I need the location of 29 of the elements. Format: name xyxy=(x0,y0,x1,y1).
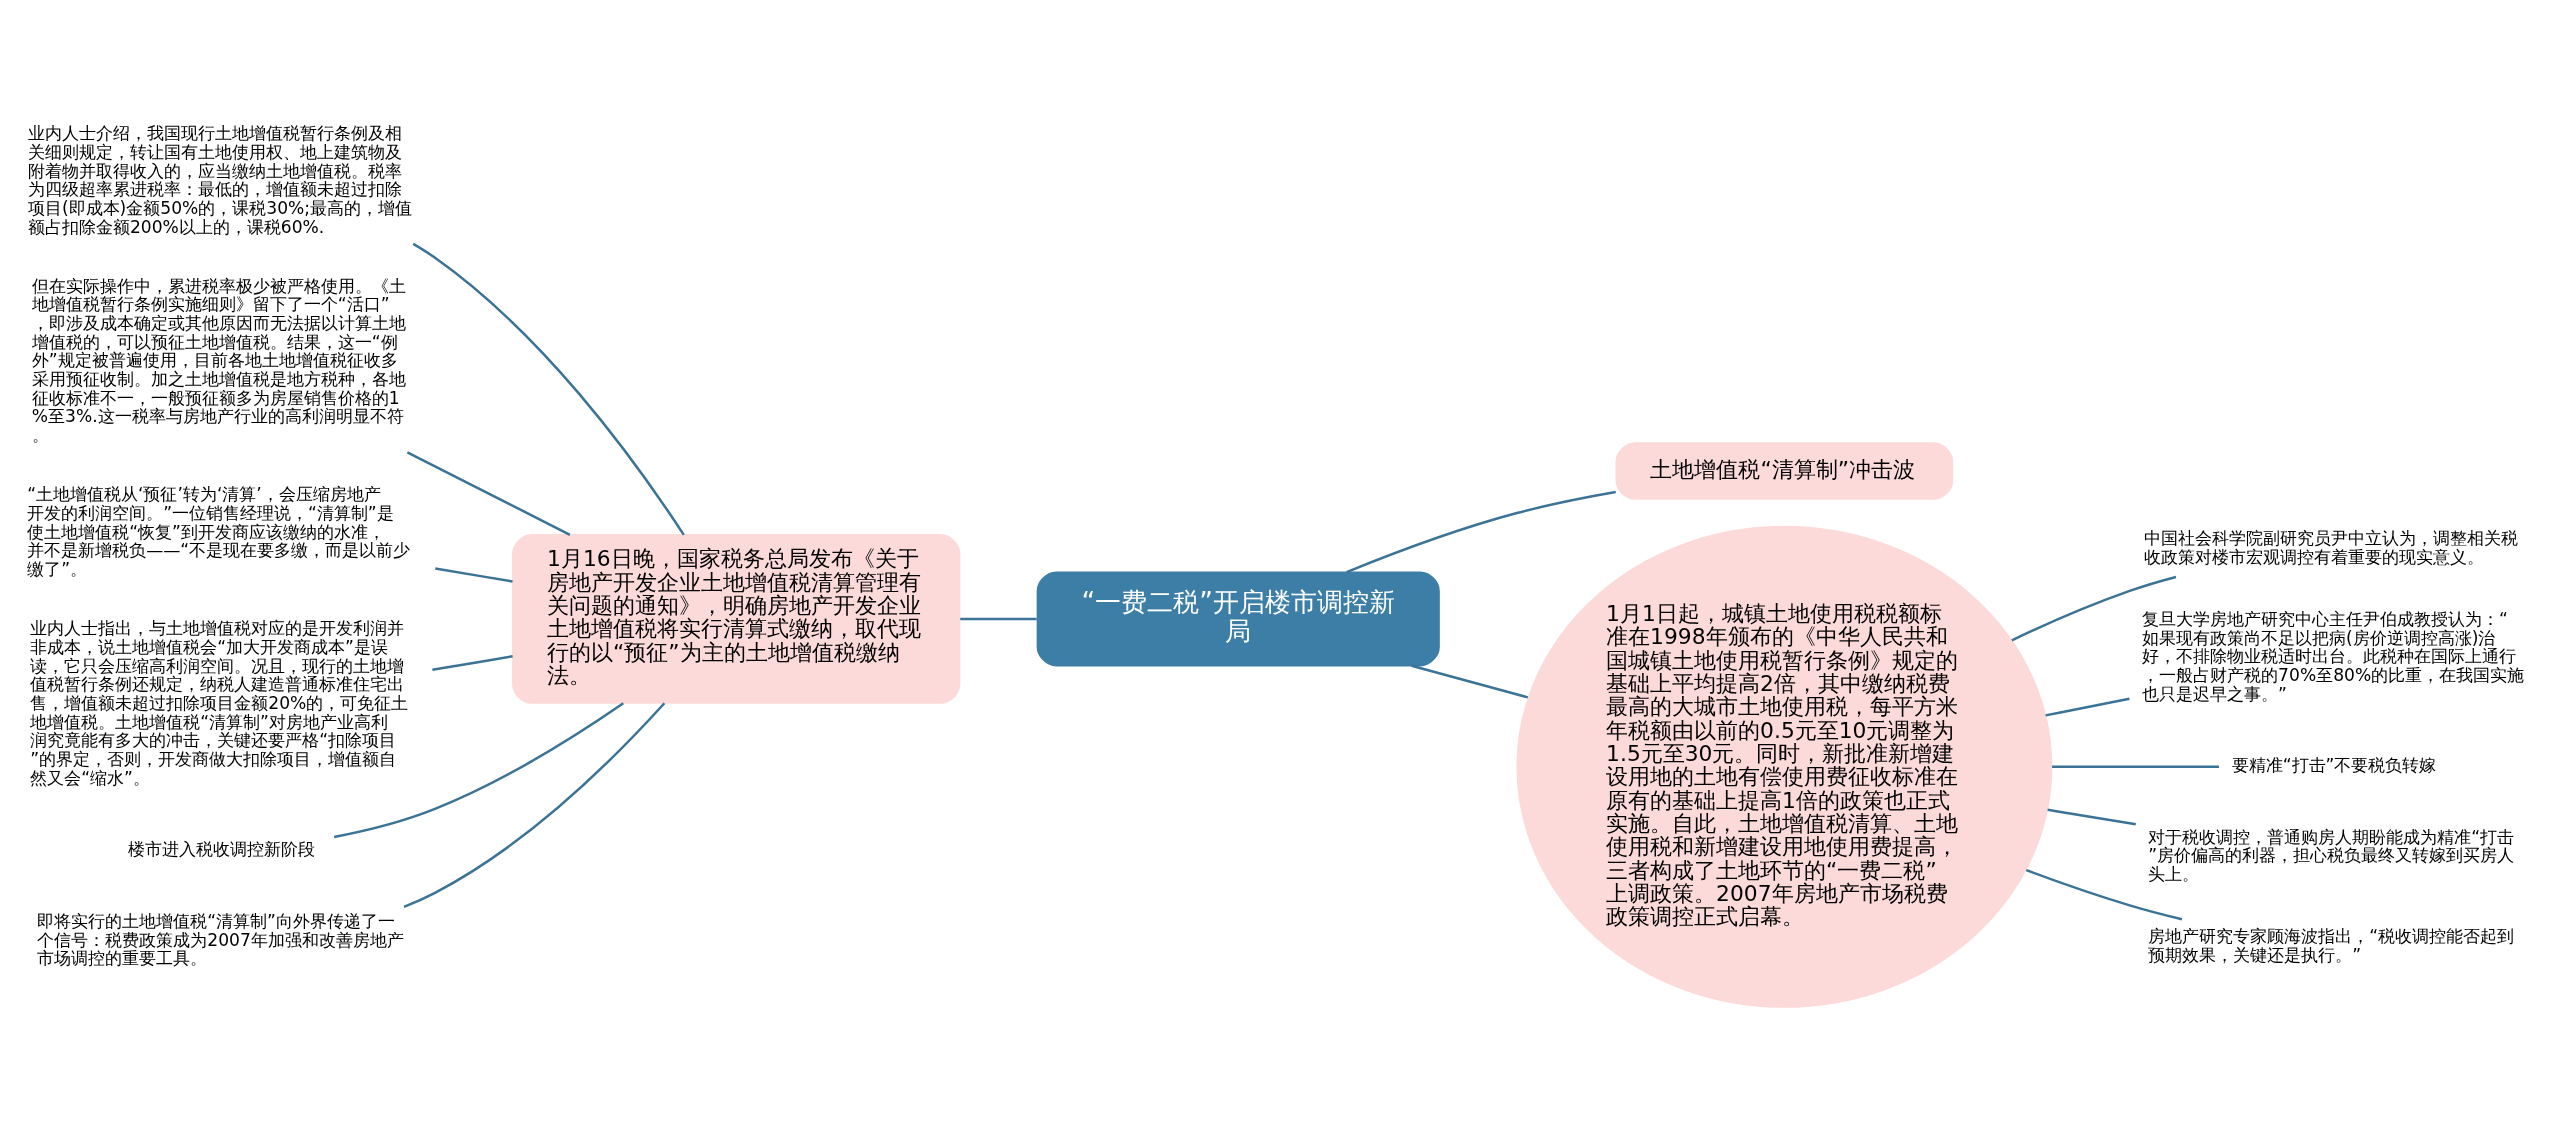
node-text: 复旦大学房地产研究中心主任尹伯成教授认为：“如果现有政策尚不足以把病(房价逆调控高涨)治好，不排除物业税适时出台。此税种在国际上通行，一般占财产税的70%至80%的比重，在我国实施也只是迟早之事。” xyxy=(2142,608,2525,704)
connector xyxy=(412,242,685,535)
node-text: 但在实际操作中，累进税率极少被严格使用。《土地增值税暂行条例实施细则》留下了一个“活口”，即涉及成本确定或其他原因而无法据以计算土地增值税的，可以预征土地增值税。结果，这一“例外”规定被普遍使用，目前各地土地增值税征收多采用预征收制。加之土地增值税是地方税种，各地征收标准不一，一般预征额多为房屋销售价格的1%至3%.这一税率与房地产行业的高利润明显不符。 xyxy=(31,275,406,445)
connector xyxy=(960,617,1037,620)
connector xyxy=(2011,575,2177,641)
node-text: 楼市进入税收调控新阶段 xyxy=(128,838,316,859)
connector xyxy=(406,450,571,536)
connector xyxy=(2025,868,2183,920)
connector xyxy=(333,701,624,838)
connector xyxy=(1346,490,1616,573)
node-box: 土地增值税“清算制”冲击波 xyxy=(1615,441,1954,500)
node-text: 房地产研究专家顾海波指出，“税收调控能否起到预期效果，关键还是执行。” xyxy=(2148,925,2515,965)
connector xyxy=(2052,765,2220,768)
node-text: “土地增值税从‘预征’转为‘清算’，会压缩房地产开发的利润空间。”一位销售经理说，“清算制”是使土地增值税“恢复”到开发商应该缴纳的水准，并不是新增税负——“不是现在要多缴，而是以前少缴了”。 xyxy=(27,483,411,579)
node-text: 即将实行的土地增值税“清算制”向外界传递了一个信号：税费政策成为2007年加强和改善房地产市场调控的重要工具。 xyxy=(37,910,404,968)
node-text: 要精准“打击”不要税负转嫁 xyxy=(2231,754,2437,775)
node-text: 中国社会科学院副研究员尹中立认为，调整相关税收政策对楼市宏观调控有着重要的现实意义。 xyxy=(2144,527,2519,567)
connector xyxy=(403,701,666,908)
node-ellipse: 1月1日起，城镇土地使用税税额标准在1998年颁布的《中华人民共和国城镇土地使用税暂行条例》规定的基础上平均提高2倍，其中缴纳税费最高的大城市土地使用税，每平方米年税额由以前的0.5元至10元调整为1.5元至30元。同时，新批准新增建设用地的土地有偿使用费征收标准在原有的基础上提高1倍的政策也正式实施。自此，土地增值税清算、土地使用税和新增建设用地使用费提高，三者构成了土地环节的“一费二税”上调政策。2007年房地产市场税费政策调控正式启幕。 xyxy=(1516,525,2053,1008)
connector xyxy=(1411,664,1529,699)
node-box: 1月16日晚，国家税务总局发布《关于房地产开发企业土地增值税清算管理有关问题的通知》，明确房地产开发企业土地增值税将实行清算式缴纳，取代现行的以“预征”为主的土地增值税缴纳法。 xyxy=(512,533,961,704)
connector xyxy=(2045,697,2130,717)
node-box: “一费二税”开启楼市调控新局 xyxy=(1036,570,1440,666)
connector xyxy=(432,654,513,671)
connector xyxy=(2047,808,2136,825)
node-text: 业内人士介绍，我国现行土地增值税暂行条例及相关细则规定，转让国有土地使用权、地上建筑物及附着物并取得收入的，应当缴纳土地增值税。税率为四级超率累进税率：最低的，增值额未超过扣除项目(即成本)金额50%的，课税30%;最高的，增值额占扣除金额200%以上的，课税60%. xyxy=(27,122,413,237)
connector xyxy=(435,566,513,583)
node-text: 对于税收调控，普通购房人期盼能成为精准“打击”房价偏高的利器，担心税负最终又转嫁到买房人头上。 xyxy=(2148,826,2515,884)
node-text: 业内人士指出，与土地增值税对应的是开发利润并非成本，说土地增值税会“加大开发商成本”是误读，它只会压缩高利润空间。况且，现行的土地增值税暂行条例还规定，纳税人建造普通标准住宅出售，增值额未超过扣除项目金额20%的，可免征土地增值税。土地增值税“清算制”对房地产业高利润究竟能有多大的冲击，关键还要严格“扣除项目”的界定，否则，开发商做大扣除项目，增值额自然又会“缩水”。 xyxy=(30,617,409,788)
